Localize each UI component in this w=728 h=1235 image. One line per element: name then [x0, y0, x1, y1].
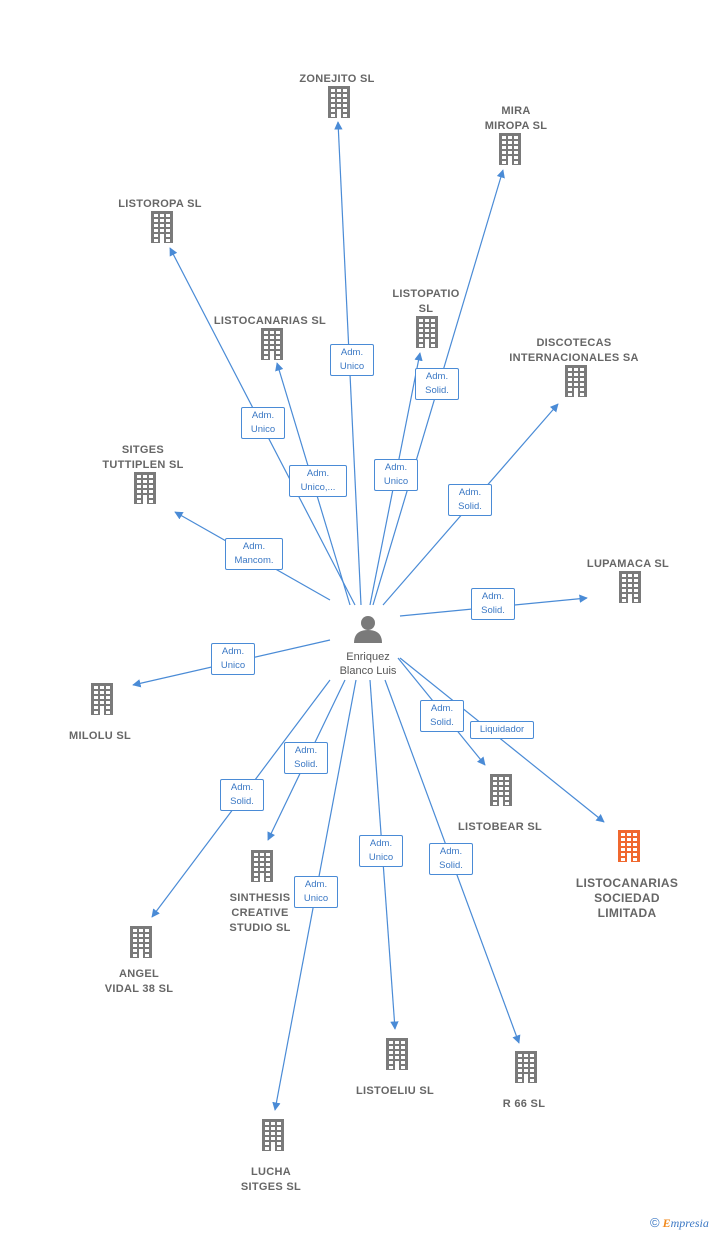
edge-label-listocanarias-sl[interactable]: Adm. Unico,...: [289, 465, 347, 497]
building-icon-zonejito[interactable]: [328, 86, 350, 118]
building-icon-listoeliu[interactable]: [386, 1038, 408, 1070]
edge-listocanarias-sociedad: [399, 657, 605, 823]
edge-label-angel[interactable]: Adm. Solid.: [220, 779, 264, 811]
edge-label-zonejito[interactable]: Adm. Unico: [330, 344, 374, 376]
company-label-listobear[interactable]: LISTOBEAR SL: [457, 821, 543, 833]
building-icon-mira[interactable]: [499, 133, 521, 165]
edge-label-r66[interactable]: Adm. Solid.: [429, 843, 473, 875]
building-icon-milolu[interactable]: [91, 683, 113, 715]
edge-label-listobear[interactable]: Adm. Solid.: [420, 700, 464, 732]
company-label-mira[interactable]: MIRA MIROPA SL: [484, 105, 548, 132]
company-label-milolu[interactable]: MILOLU SL: [69, 730, 131, 742]
company-label-sitges[interactable]: SITGES TUTTIPLEN SL: [102, 444, 184, 471]
edge-label-listoeliu[interactable]: Adm. Unico: [359, 835, 403, 867]
edge-label-lupamaca[interactable]: Adm. Solid.: [471, 588, 515, 620]
empresia-logo[interactable]: © Empresia: [650, 1215, 709, 1231]
edge-label-lucha[interactable]: Adm. Unico: [294, 876, 338, 908]
company-label-angel[interactable]: ANGEL VIDAL 38 SL: [104, 968, 174, 995]
building-icon-sitges[interactable]: [134, 472, 156, 504]
company-label-discotecas[interactable]: DISCOTECAS INTERNACIONALES SA: [509, 337, 639, 364]
edges-layer: [132, 121, 605, 1111]
building-icon-listoropa[interactable]: [151, 211, 173, 243]
edge-label-milolu[interactable]: Adm. Unico: [211, 643, 255, 675]
person-label[interactable]: Enriquez Blanco Luis: [339, 651, 397, 677]
edge-label-mira[interactable]: Adm. Unico: [374, 459, 418, 491]
company-label-listoropa[interactable]: LISTOROPA SL: [118, 198, 202, 210]
building-icon-listobear[interactable]: [490, 774, 512, 806]
company-label-zonejito[interactable]: ZONEJITO SL: [299, 73, 375, 85]
company-label-r66[interactable]: R 66 SL: [502, 1098, 546, 1110]
person-icon[interactable]: [354, 616, 382, 643]
edge-label-discotecas[interactable]: Adm. Solid.: [448, 484, 492, 516]
building-icon-sinthesis[interactable]: [251, 850, 273, 882]
building-icon-listopatio[interactable]: [416, 316, 438, 348]
icons-layer: [91, 86, 641, 1151]
company-label-listoeliu[interactable]: LISTOELIU SL: [356, 1085, 434, 1097]
building-icon-r66[interactable]: [515, 1051, 537, 1083]
edge-label-sitges[interactable]: Adm. Mancom.: [225, 538, 283, 570]
building-icon-angel[interactable]: [130, 926, 152, 958]
company-label-listopatio[interactable]: LISTOPATIO SL: [392, 288, 460, 315]
copyright-symbol: ©: [650, 1215, 660, 1230]
building-icon-listocanarias-sociedad[interactable]: [618, 830, 640, 862]
company-label-lucha[interactable]: LUCHA SITGES SL: [240, 1166, 302, 1193]
company-label-lupamaca[interactable]: LUPAMACA SL: [586, 558, 670, 570]
building-icon-lupamaca[interactable]: [619, 571, 641, 603]
building-icon-lucha[interactable]: [262, 1119, 284, 1151]
edge-label-listopatio[interactable]: Adm. Solid.: [415, 368, 459, 400]
brand-name: mpresia: [670, 1216, 709, 1230]
building-icon-discotecas[interactable]: [565, 365, 587, 397]
company-label-listocanarias-sl[interactable]: LISTOCANARIAS SL: [213, 315, 327, 327]
edge-label-listocanarias-sociedad[interactable]: Liquidador: [470, 721, 534, 739]
brand-initial: E: [662, 1216, 671, 1230]
edge-label-sinthesis[interactable]: Adm. Solid.: [284, 742, 328, 774]
building-icon-listocanarias-sl[interactable]: [261, 328, 283, 360]
company-label-listocanarias-sociedad[interactable]: LISTOCANARIAS SOCIEDAD LIMITADA: [575, 876, 679, 920]
company-label-sinthesis[interactable]: SINTHESIS CREATIVE STUDIO SL: [229, 892, 291, 934]
edge-label-listoropa[interactable]: Adm. Unico: [241, 407, 285, 439]
